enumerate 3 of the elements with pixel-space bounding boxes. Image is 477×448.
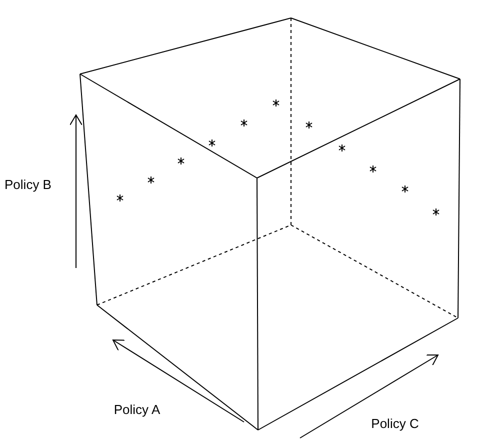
axis-label: Policy B	[4, 177, 52, 193]
axis-label: Policy A	[112, 402, 162, 418]
axis-label: Policy C	[370, 416, 420, 432]
